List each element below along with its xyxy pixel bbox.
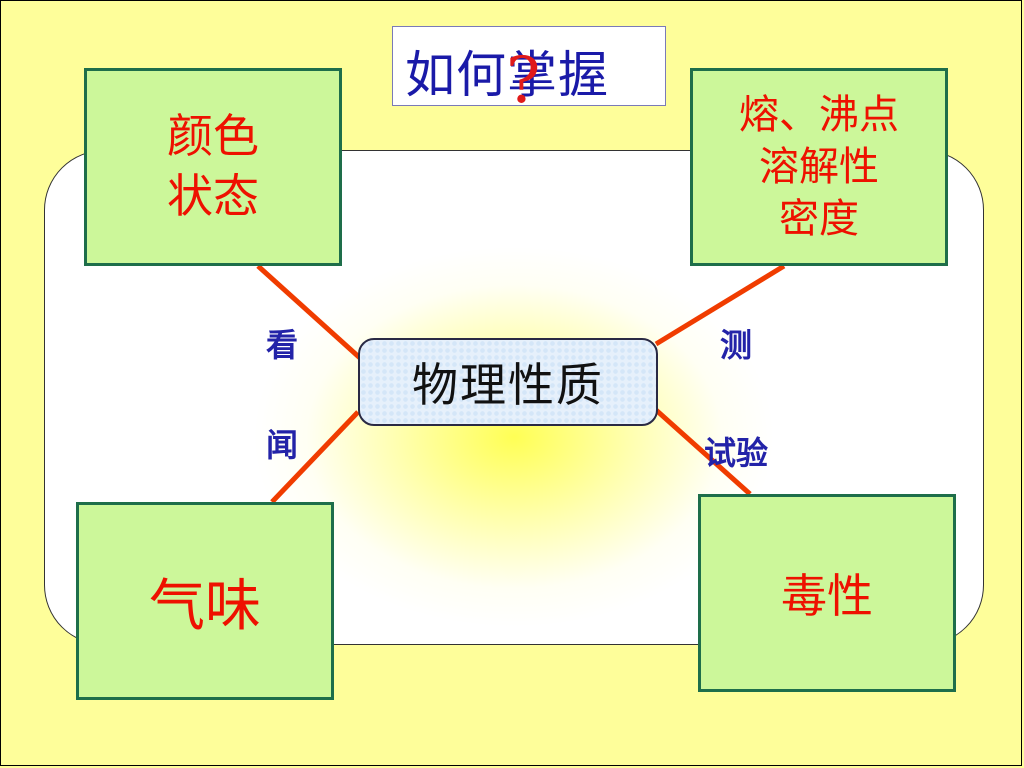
center-node-physical-properties: 物理性质	[358, 338, 658, 426]
connector-top-left	[256, 264, 362, 360]
center-node-label: 物理性质	[412, 358, 604, 412]
box-color-state-text: 颜色 状态	[167, 109, 259, 223]
method-measure-label: 测	[720, 326, 753, 364]
title-box: 如何掌握	[392, 26, 666, 106]
box-odor: 气味	[76, 502, 334, 700]
connector-top-right	[654, 263, 786, 347]
box-toxicity-text: 毒性	[781, 569, 873, 623]
box-melting-solubility-density: 熔、沸点 溶解性 密度	[690, 68, 948, 266]
question-mark: ?	[506, 44, 541, 118]
method-smell-label: 闻	[266, 426, 299, 464]
method-test-label: 试验	[704, 434, 769, 472]
box-toxicity: 毒性	[698, 494, 956, 692]
box-odor-text: 气味	[149, 573, 261, 639]
title-text: 如何掌握	[405, 46, 609, 104]
method-look-label: 看	[266, 326, 299, 364]
connector-bottom-right	[654, 408, 752, 496]
connector-bottom-left	[270, 410, 360, 504]
box-melting-solubility-density-text: 熔、沸点 溶解性 密度	[739, 92, 899, 242]
box-color-state: 颜色 状态	[84, 68, 342, 266]
